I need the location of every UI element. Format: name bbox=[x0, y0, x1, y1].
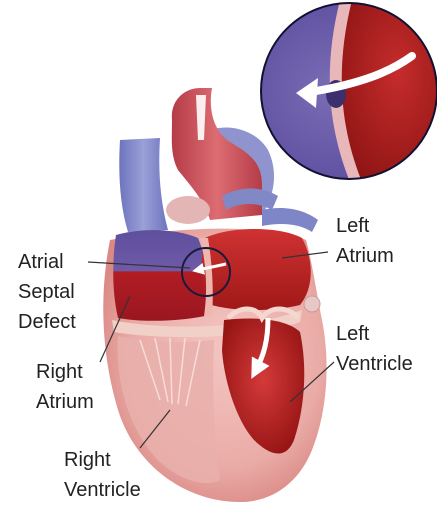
label-atrial-septal-defect: Atrial Septal Defect bbox=[18, 251, 76, 333]
label-left-atrium-line-2: Atrium bbox=[336, 245, 394, 267]
right-ventricle-chamber bbox=[118, 336, 220, 483]
label-right-ventricle-line-2: Ventricle bbox=[64, 479, 141, 501]
pulmonary-vein-stub bbox=[304, 296, 320, 312]
label-left-ventricle-line-1: Left bbox=[336, 323, 370, 345]
label-left-atrium: Left Atrium bbox=[336, 215, 394, 267]
pulmonary-vein-right bbox=[262, 208, 318, 232]
superior-vena-cava bbox=[119, 138, 168, 232]
label-left-atrium-line-1: Left bbox=[336, 215, 370, 237]
label-atrial-septal-defect-line-3: Defect bbox=[18, 311, 76, 333]
label-right-atrium-line-2: Atrium bbox=[36, 391, 94, 413]
label-atrial-septal-defect-line-1: Atrial bbox=[18, 251, 64, 273]
label-right-ventricle-line-1: Right bbox=[64, 449, 111, 471]
pulmonary-trunk bbox=[166, 196, 210, 224]
label-atrial-septal-defect-line-2: Septal bbox=[18, 281, 75, 303]
label-right-atrium-line-1: Right bbox=[36, 361, 83, 383]
label-right-ventricle: Right Ventricle bbox=[64, 449, 141, 501]
right-atrium-chamber bbox=[113, 230, 207, 321]
heart-body bbox=[103, 229, 326, 502]
label-left-ventricle: Left Ventricle bbox=[336, 323, 413, 375]
left-atrium-chamber bbox=[202, 229, 311, 310]
label-left-ventricle-line-2: Ventricle bbox=[336, 353, 413, 375]
label-right-atrium: Right Atrium bbox=[36, 361, 94, 413]
zoom-inset bbox=[260, 0, 437, 182]
